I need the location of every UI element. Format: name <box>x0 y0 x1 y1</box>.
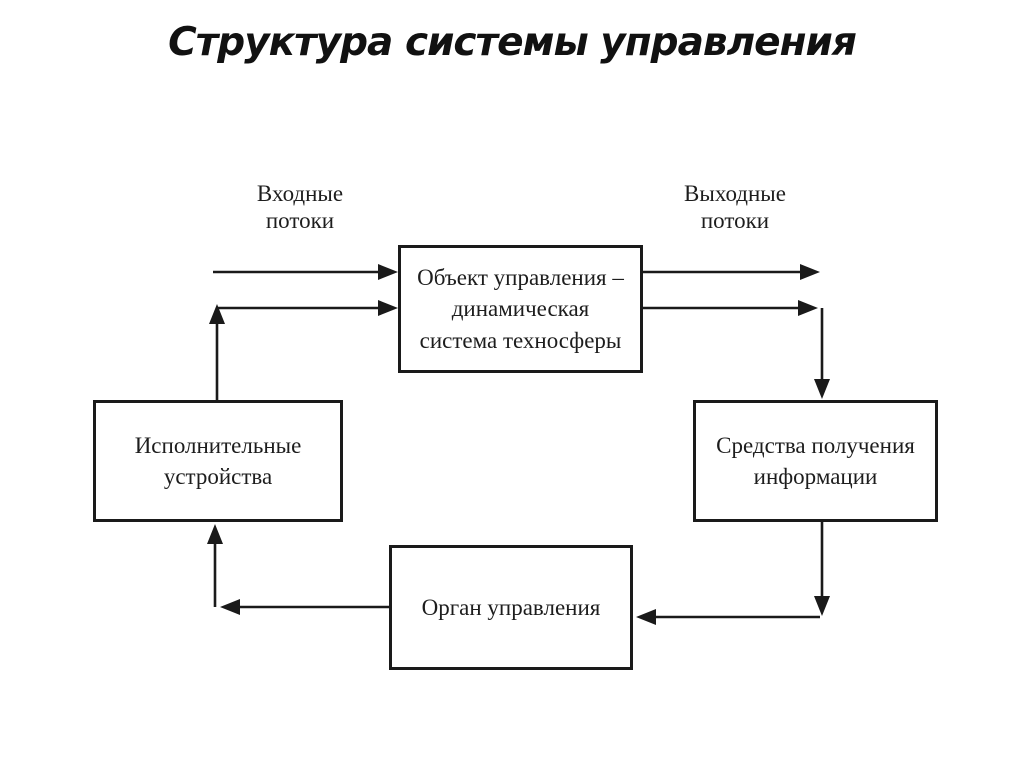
arrowhead-right-icon <box>378 264 398 280</box>
label-output-flows: Выходные потоки <box>684 181 786 234</box>
arrowhead-left-icon <box>636 609 656 625</box>
arrowhead-down-icon <box>814 379 830 399</box>
node-actuators: Исполнительные устройства <box>93 400 343 522</box>
node-info-means: Средства получения информации <box>693 400 938 522</box>
input-flow-arrow <box>213 264 398 280</box>
output-flow-arrow <box>643 264 820 280</box>
label-input-flows: Входные потоки <box>256 181 344 234</box>
arrowhead-up-icon <box>209 304 225 324</box>
arrowhead-right-icon <box>798 300 818 316</box>
arrowhead-right-icon <box>800 264 820 280</box>
arrowhead-up-icon <box>207 524 223 544</box>
slide-title: Структура системы управления <box>168 20 857 65</box>
object-to-info-connector <box>643 300 830 399</box>
organ-to-actuators-connector <box>207 524 389 615</box>
node-control-organ: Орган управления <box>389 545 633 670</box>
arrowhead-right-icon <box>378 300 398 316</box>
arrowhead-down-icon <box>814 596 830 616</box>
node-control-object: Объект управления – динамическая система… <box>398 245 643 373</box>
arrowhead-left-icon <box>220 599 240 615</box>
actuators-to-object-connector <box>209 300 398 400</box>
info-to-organ-connector <box>636 522 830 625</box>
